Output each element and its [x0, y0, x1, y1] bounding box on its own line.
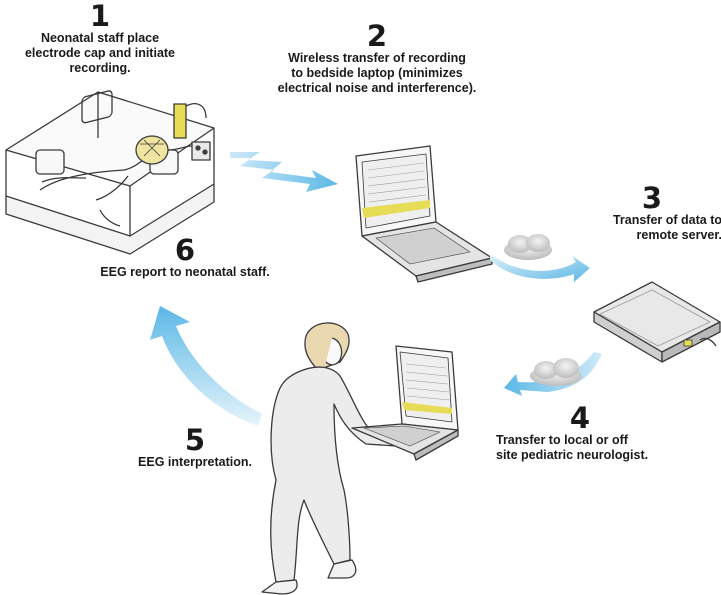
step-description: EEG report to neonatal staff. [100, 265, 270, 279]
step-number: 2 [366, 19, 388, 53]
incubator-illustration [5, 90, 215, 255]
transfer-to-server-arrow [490, 254, 590, 282]
step-number: 5 [184, 423, 206, 457]
cloud-icon [504, 234, 552, 260]
transfer-to-neurologist-arrow [504, 352, 602, 396]
step-1-label: 1 Neonatal staff place electrode cap and… [8, 2, 192, 76]
step-number: 1 [89, 0, 111, 33]
cloud-icon [530, 358, 582, 386]
neurologist-laptop-illustration [351, 345, 459, 461]
server-illustration [593, 281, 721, 363]
step-description: Transfer of data to remote server. [612, 213, 721, 242]
step-6-label: 6 EEG report to neonatal staff. [70, 236, 300, 280]
step-description: Transfer to local or off site pediatric … [496, 433, 649, 462]
step-number: 4 [569, 401, 591, 435]
step-4-label: 4 Transfer to local or off site pediatri… [490, 404, 670, 463]
step-description: EEG interpretation. [138, 455, 252, 469]
step-3-label: 3 Transfer of data to remote server. [582, 184, 721, 243]
bedside-laptop-illustration [355, 145, 493, 283]
neurologist-illustration [261, 322, 401, 595]
step-number: 3 [641, 181, 663, 215]
step-description: Wireless transfer of recording to bedsid… [277, 51, 477, 95]
step-5-label: 5 EEG interpretation. [120, 426, 270, 470]
step-2-label: 2 Wireless transfer of recording to beds… [246, 22, 508, 96]
wireless-arrow [230, 152, 338, 192]
step-description: Neonatal staff place electrode cap and i… [24, 31, 176, 75]
report-back-arrow [150, 306, 262, 426]
step-number: 6 [174, 233, 196, 267]
